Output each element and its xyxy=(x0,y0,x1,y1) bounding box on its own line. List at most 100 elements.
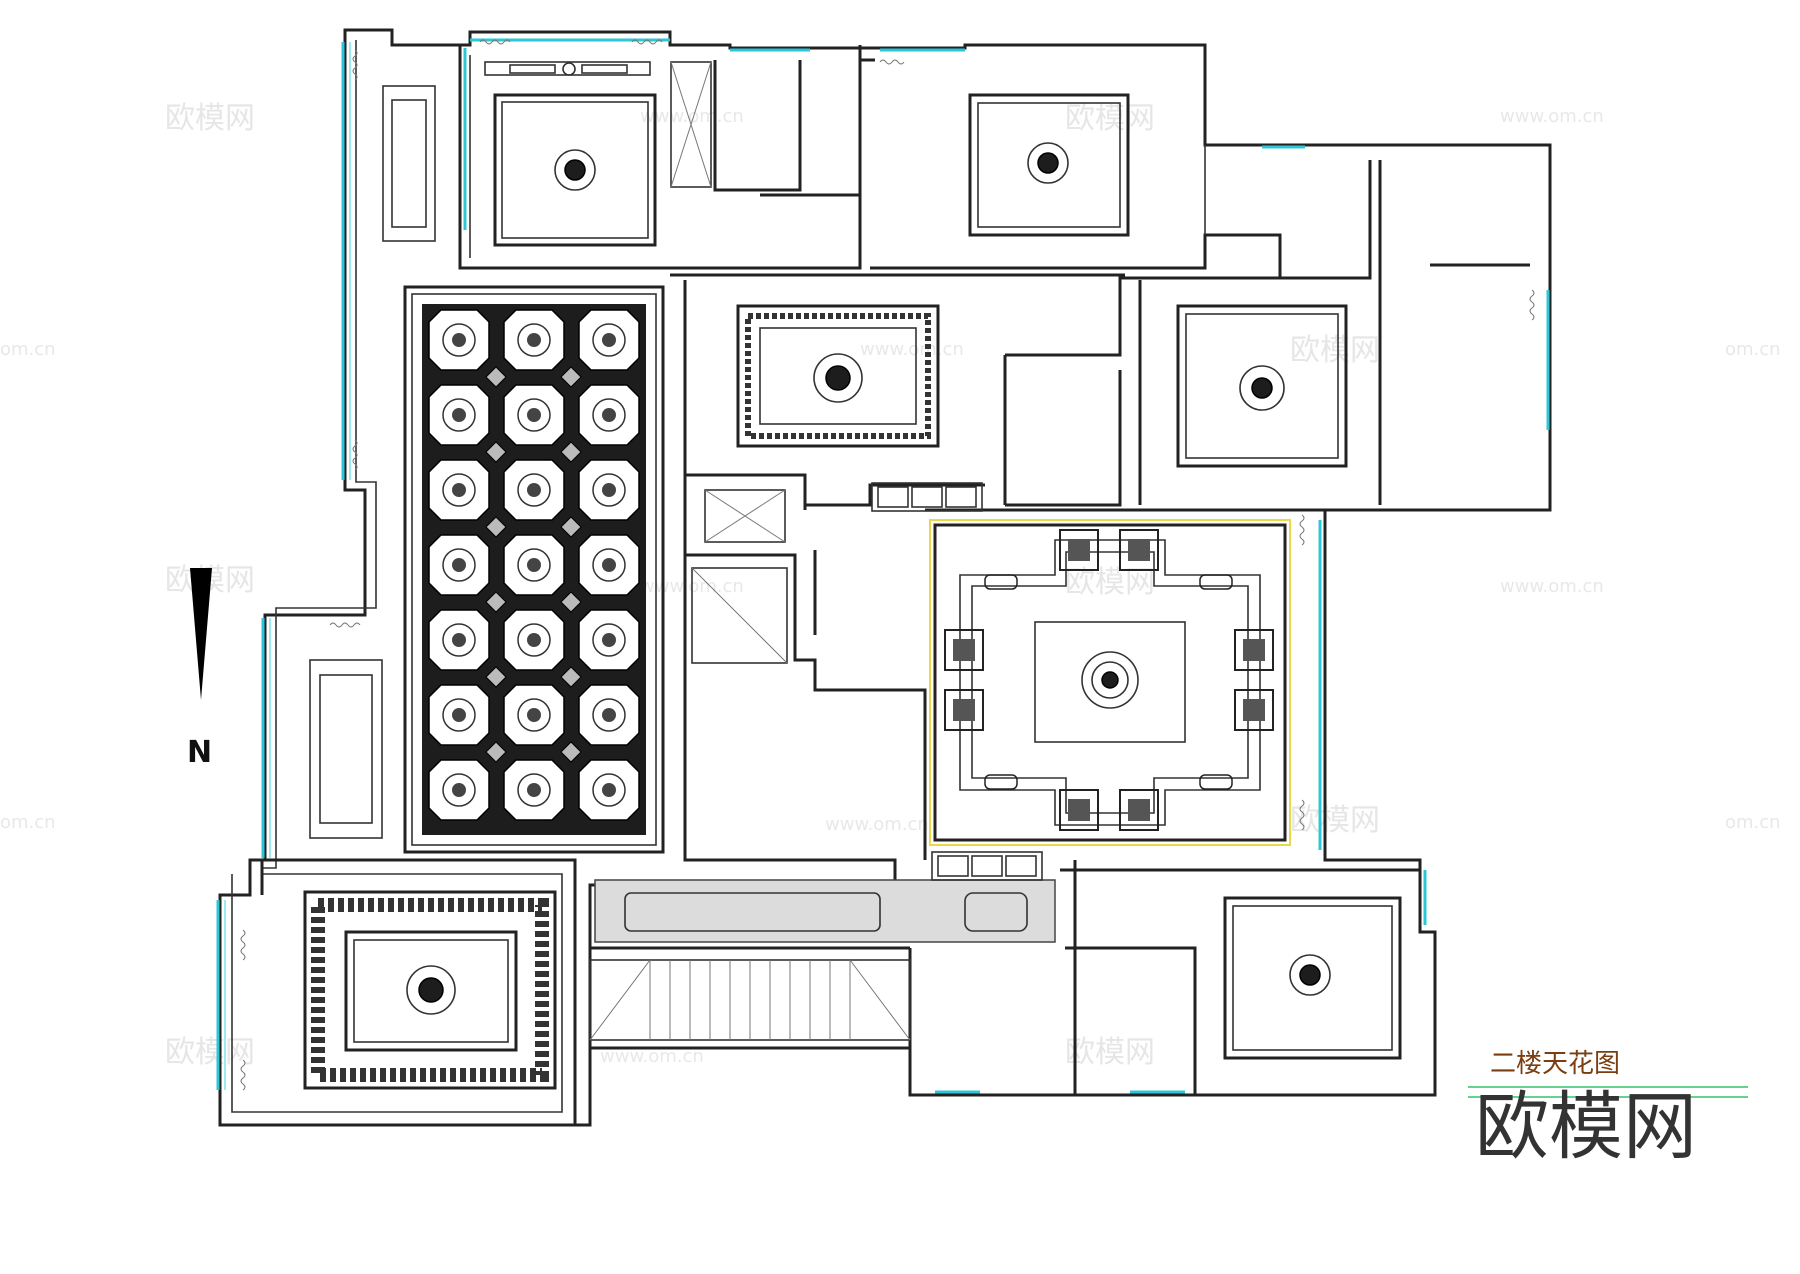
watermark: www.om.cn xyxy=(1500,576,1604,597)
fixtures xyxy=(589,61,1056,1041)
watermark: www.om.cn xyxy=(640,106,744,127)
coffer-ring xyxy=(517,698,551,732)
coffer-center xyxy=(452,333,466,347)
watermark: 欧模网 xyxy=(165,1035,255,1070)
grand-ceiling-panel-inset xyxy=(953,639,975,661)
grand-ceiling-panel xyxy=(1059,789,1099,831)
grand-ceiling-light xyxy=(1199,574,1233,590)
grand-ceiling-panel-inset xyxy=(1128,799,1150,821)
coffer-diamond xyxy=(560,516,582,538)
ceiling-room-bottom-left xyxy=(303,890,557,1090)
grand-ceiling xyxy=(929,519,1291,846)
coffer-center xyxy=(602,783,616,797)
ceiling-room-bottom-right xyxy=(1223,896,1402,1060)
coffer-diamond xyxy=(560,441,582,463)
coffer-ring xyxy=(442,548,476,582)
grand-ceiling-light xyxy=(984,774,1018,790)
coffer-ring xyxy=(592,548,626,582)
coffer-center xyxy=(452,783,466,797)
interior-walls xyxy=(231,45,1530,1125)
coffer-diamond xyxy=(560,591,582,613)
watermark-layer: 欧模网 欧模网 欧模网 欧模网 欧模网 欧模网 欧模网 欧模网 www.om.c… xyxy=(0,101,1781,1070)
ceiling-panel-left-lower xyxy=(309,659,383,839)
coffer-ring xyxy=(592,473,626,507)
coffer-center xyxy=(602,633,616,647)
watermark: om.cn xyxy=(0,339,56,360)
watermark: om.cn xyxy=(0,812,56,833)
ceiling-room-top-left xyxy=(484,61,657,247)
coffer-ring xyxy=(442,773,476,807)
watermark: 欧模网 xyxy=(1065,1035,1155,1070)
coffer-ring xyxy=(592,323,626,357)
watermark: om.cn xyxy=(1725,339,1781,360)
north-label: N xyxy=(187,735,212,770)
coffer-center xyxy=(602,408,616,422)
coffer-ring xyxy=(517,623,551,657)
drawing-title: 二楼天花图 xyxy=(1490,1049,1620,1079)
grand-ceiling-panel-inset xyxy=(953,699,975,721)
ceiling-room-right xyxy=(1176,304,1348,468)
coffer-ring xyxy=(592,698,626,732)
coffer-ring xyxy=(442,698,476,732)
coffer-diamond xyxy=(485,591,507,613)
coffer-center xyxy=(527,408,541,422)
coffer-diamond xyxy=(485,516,507,538)
coffer-ring xyxy=(442,623,476,657)
coffer-center xyxy=(527,633,541,647)
grand-ceiling-panel-inset xyxy=(1243,639,1265,661)
coffer-center xyxy=(602,708,616,722)
ceiling-room-center-top xyxy=(736,304,940,448)
coffer-center xyxy=(527,483,541,497)
grand-ceiling-panels xyxy=(944,529,1274,831)
coffer-diamond xyxy=(560,741,582,763)
coffer-ring xyxy=(517,773,551,807)
coffer-center xyxy=(452,483,466,497)
grand-ceiling-panel xyxy=(1119,789,1159,831)
coffer-center xyxy=(527,708,541,722)
coffer-ring xyxy=(517,473,551,507)
grand-ceiling-panel-inset xyxy=(1128,539,1150,561)
grand-ceiling-light xyxy=(984,574,1018,590)
coffer-diamond xyxy=(485,441,507,463)
coffer-ring xyxy=(442,398,476,432)
coffered-ceiling xyxy=(403,285,665,854)
coffer-ring xyxy=(592,398,626,432)
coffer-center xyxy=(452,708,466,722)
coffer-ring xyxy=(517,323,551,357)
watermark: 欧模网 xyxy=(1065,101,1155,136)
title-block: 二楼天花图 欧模网 xyxy=(1468,1049,1748,1170)
watermark: www.om.cn xyxy=(860,339,964,360)
coffer-diamond xyxy=(560,666,582,688)
coffer-diamond xyxy=(485,741,507,763)
coffer-ring xyxy=(592,773,626,807)
coffer-center xyxy=(602,333,616,347)
coffer-center xyxy=(452,408,466,422)
windows xyxy=(216,38,1550,1094)
grand-ceiling-light xyxy=(1199,774,1233,790)
coffer-ring xyxy=(442,323,476,357)
ceiling-panel-left-upper xyxy=(382,85,436,242)
watermark: www.om.cn xyxy=(825,814,929,835)
coffer-ring xyxy=(592,623,626,657)
watermark: 欧模网 xyxy=(1290,333,1380,368)
grand-ceiling-panel-inset xyxy=(1243,699,1265,721)
coffer-ring xyxy=(517,548,551,582)
coffer-ring xyxy=(442,473,476,507)
vent-markers xyxy=(240,39,1535,1091)
watermark: 欧模网 xyxy=(1290,803,1380,838)
coffer-diamond xyxy=(485,366,507,388)
coffer-diamond xyxy=(560,366,582,388)
grand-ceiling-panel xyxy=(944,629,984,671)
north-arrow: N xyxy=(187,568,212,770)
grand-ceiling-panel xyxy=(1119,529,1159,571)
coffer-center xyxy=(527,558,541,572)
watermark: om.cn xyxy=(1725,812,1781,833)
ceiling-room-top-middle xyxy=(968,93,1130,237)
coffer-center xyxy=(527,333,541,347)
site-logo: 欧模网 xyxy=(1475,1084,1697,1170)
watermark: www.om.cn xyxy=(600,1046,704,1067)
watermark: www.om.cn xyxy=(1500,106,1604,127)
coffer-center xyxy=(602,483,616,497)
coffer-diamond xyxy=(485,666,507,688)
